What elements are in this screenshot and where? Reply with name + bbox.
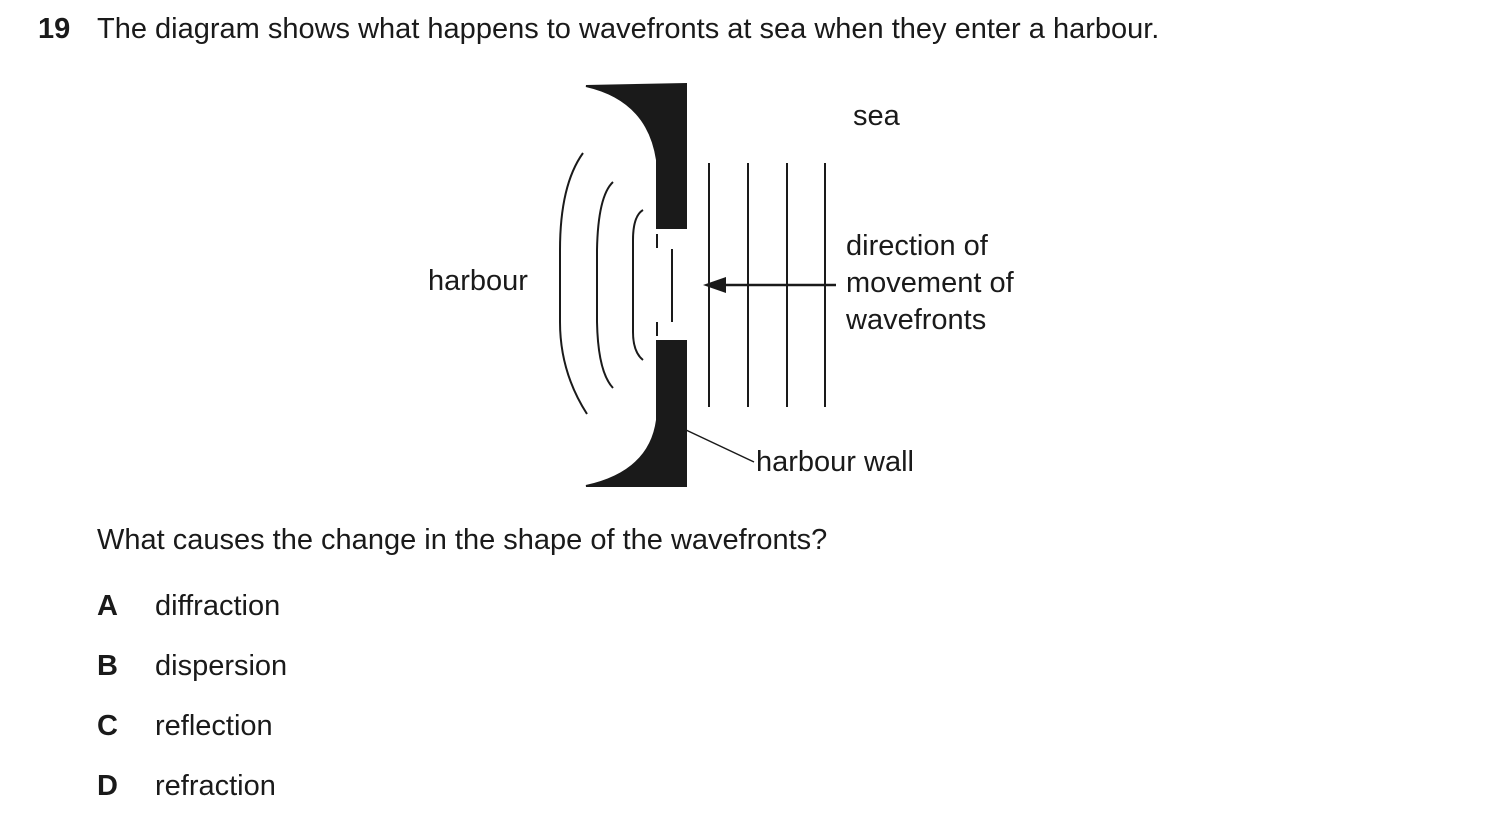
- question-number: 19: [38, 13, 71, 45]
- label-direction-3: wavefronts: [845, 304, 986, 336]
- harbour-wall-upper: [585, 82, 687, 229]
- option-text: reflection: [155, 710, 273, 742]
- option-letter: C: [97, 710, 118, 742]
- harbour-wavefront: [632, 209, 644, 361]
- label-sea: sea: [853, 100, 901, 132]
- option-letter: B: [97, 650, 118, 682]
- label-harbour-wall: harbour wall: [756, 446, 914, 478]
- option-text: dispersion: [155, 650, 288, 682]
- question-stem: The diagram shows what happens to wavefr…: [97, 13, 1160, 45]
- option-letter: A: [97, 590, 118, 622]
- label-direction-1: direction of: [846, 230, 989, 262]
- direction-arrow-head: [703, 277, 726, 293]
- harbour-wavefront: [596, 181, 614, 389]
- label-harbour: harbour: [428, 265, 528, 297]
- option-text: refraction: [155, 770, 276, 802]
- harbour-wavefront: [559, 152, 588, 415]
- option-letter: D: [97, 770, 118, 802]
- option-text: diffraction: [155, 590, 281, 622]
- question-prompt: What causes the change in the shape of t…: [97, 524, 828, 556]
- harbour-wall-leader: [685, 429, 755, 463]
- label-direction-2: movement of: [846, 267, 1015, 299]
- harbour-wall-lower: [585, 340, 687, 487]
